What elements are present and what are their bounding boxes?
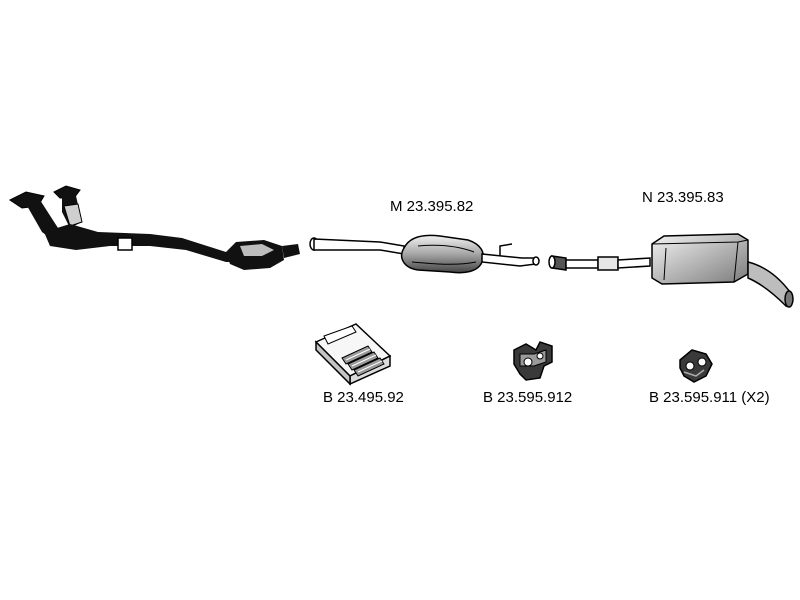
- middle-silencer-part-number: M 23.395.82: [390, 198, 474, 215]
- rear-silencer-part-number: N 23.395.83: [642, 189, 724, 206]
- front-pipe-with-catalytic-converter: [9, 185, 300, 270]
- middle-pipe-hanger-hook: [499, 243, 513, 256]
- rubber-hanger-2-highlight: [683, 369, 705, 377]
- rubber-hanger-2-hole-left: [685, 361, 695, 371]
- middle-pipe-outlet-end: [532, 256, 540, 266]
- middle-silencer-seam: [417, 244, 475, 253]
- rubber-hanger-1-hole-2: [536, 352, 544, 360]
- catalytic-converter-highlight: [240, 244, 274, 256]
- middle-pipe-inlet: [313, 238, 405, 255]
- rubber-hanger-1-part-number: B 23.595.912: [483, 389, 573, 406]
- rear-pipe-inlet: [565, 259, 599, 269]
- rear-pipe-inlet-end: [548, 255, 556, 269]
- rear-pipe-joint: [597, 256, 619, 271]
- rear-silencer-panel-line: [663, 247, 667, 281]
- rubber-hanger-2: [679, 349, 713, 383]
- rubber-hanger-2-body: [679, 349, 713, 383]
- mounting-kit-part-number: B 23.495.92: [323, 389, 404, 406]
- rear-silencer-box: [651, 233, 749, 285]
- front-pipe-bracket: [117, 237, 133, 251]
- front-pipe-outlet: [282, 244, 300, 258]
- mounting-kit-box-lid: [323, 325, 357, 345]
- middle-pipe-outlet: [481, 253, 537, 267]
- rear-pipe-mid: [617, 257, 651, 269]
- rear-tailpipe-end: [784, 290, 794, 308]
- front-downpipe-shield: [63, 203, 83, 227]
- front-pipe-main: [44, 224, 244, 262]
- front-downpipe-left: [26, 200, 58, 238]
- rubber-hanger-1-hole: [523, 357, 533, 367]
- rubber-hanger-2-hole-right: [697, 357, 707, 367]
- rubber-hanger-1: [513, 341, 553, 381]
- front-pipe-flange-right: [53, 185, 81, 199]
- middle-silencer-seam-lower: [411, 261, 477, 265]
- rear-silencer-edge-vertical: [733, 241, 739, 283]
- rear-silencer-assembly: [548, 233, 794, 308]
- mounting-kit-box: [314, 323, 392, 386]
- rear-tailpipe: [747, 261, 791, 308]
- middle-silencer-assembly: [309, 234, 540, 274]
- rubber-hanger-2-part-number: B 23.595.911 (X2): [649, 389, 770, 406]
- middle-silencer-body: [400, 234, 484, 274]
- mounting-kit-clamps: [341, 345, 385, 377]
- mounting-kit-box-side: [315, 340, 351, 386]
